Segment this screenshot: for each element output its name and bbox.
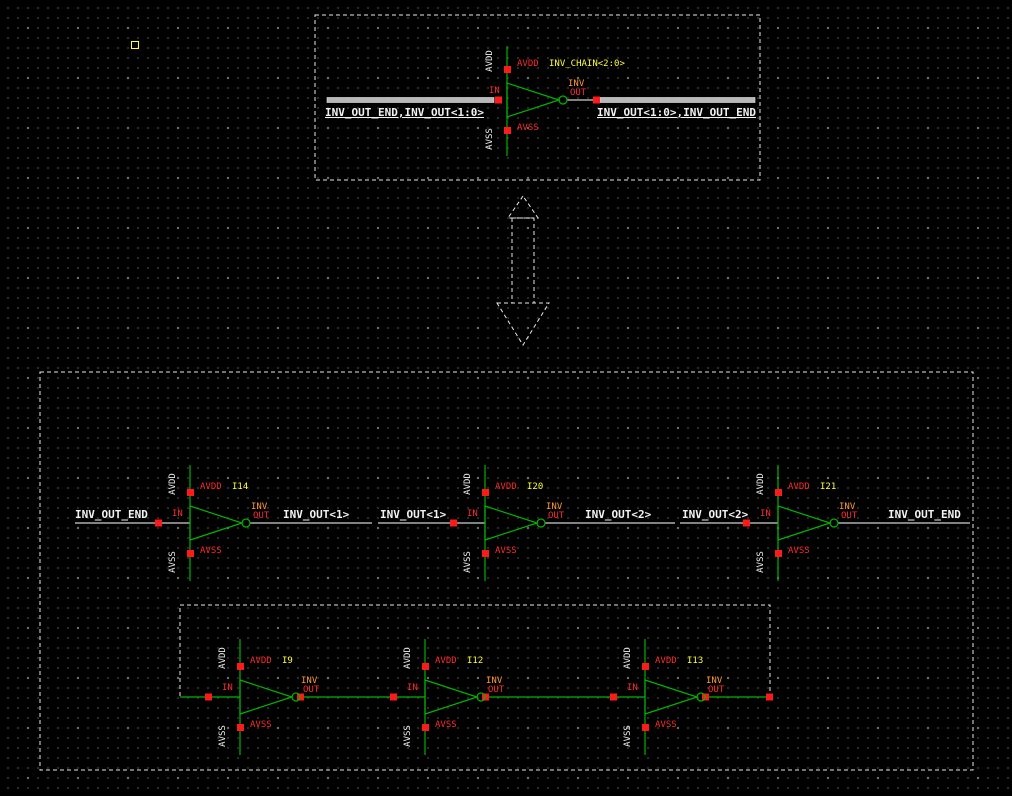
- avdd-pin-label: AVDD: [200, 482, 222, 492]
- in-pin-label: IN: [760, 509, 771, 519]
- wire-pin-squares: [155, 96, 773, 701]
- avss-rail-label: AVSS: [463, 551, 473, 573]
- inverter-instance-i14[interactable]: AVDD AVSS AVDD I14 AVSS IN INV OUT: [160, 463, 300, 583]
- inverter-instance-i13[interactable]: AVDD AVSS AVDD I13 AVSS IN INV OUT: [615, 637, 755, 757]
- in-pin-label: IN: [172, 509, 183, 519]
- inverter-instance-i9[interactable]: AVDD AVSS AVDD I9 AVSS IN INV OUT: [210, 637, 350, 757]
- inverter-instance-i21[interactable]: AVDD AVSS AVDD I21 AVSS IN INV OUT: [748, 463, 888, 583]
- in-pin-label: IN: [489, 86, 500, 96]
- cell-name-label: INV: [706, 676, 723, 686]
- out-pin-label: OUT: [841, 511, 858, 521]
- avss-pin-label: AVSS: [250, 720, 272, 730]
- avdd-rail-label: AVDD: [623, 647, 633, 669]
- inverter-body: [775, 465, 839, 581]
- net-label[interactable]: INV_OUT_END: [75, 508, 148, 521]
- input-bus-wire[interactable]: [326, 97, 495, 103]
- net-label[interactable]: INV_OUT<2>: [585, 508, 652, 521]
- avdd-pin-label: AVDD: [788, 482, 810, 492]
- inverter-body: [482, 465, 546, 581]
- inverter-body: [422, 639, 486, 755]
- avdd-pin-label: AVDD: [250, 656, 272, 666]
- avss-rail-label: AVSS: [218, 725, 228, 747]
- instance-label[interactable]: I14: [232, 482, 249, 492]
- out-pin-label: OUT: [253, 511, 270, 521]
- avss-pin-label: AVSS: [655, 720, 677, 730]
- inverter-instance-i12[interactable]: AVDD AVSS AVDD I12 AVSS IN INV OUT: [395, 637, 535, 757]
- instance-label[interactable]: I12: [467, 656, 484, 666]
- inverter-instance-i20[interactable]: AVDD AVSS AVDD I20 AVSS IN INV OUT: [455, 463, 595, 583]
- signal-wires[interactable]: [75, 99, 970, 524]
- avdd-rail-label: AVDD: [403, 647, 413, 669]
- avdd-pin-label: AVDD: [655, 656, 677, 666]
- instance-label[interactable]: I21: [820, 482, 837, 492]
- avss-rail-label: AVSS: [168, 551, 178, 573]
- descend-arrow-icon: [496, 195, 550, 346]
- avss-rail-label: AVSS: [485, 128, 495, 150]
- avdd-pin-label: AVDD: [435, 656, 457, 666]
- cell-name-label: INV: [546, 502, 563, 512]
- cell-name-label: INV: [301, 676, 318, 686]
- cell-name-label: INV: [568, 79, 585, 89]
- net-label[interactable]: INV_OUT<1>: [380, 508, 447, 521]
- output-bus-wire[interactable]: [599, 97, 756, 103]
- avss-pin-label: AVSS: [435, 720, 457, 730]
- net-label-output-bus[interactable]: INV_OUT<1:0>,INV_OUT_END: [597, 106, 756, 119]
- avss-pin-label: AVSS: [200, 546, 222, 556]
- inverter-body: [187, 465, 251, 581]
- avss-pin-label: AVSS: [495, 546, 517, 556]
- net-label[interactable]: INV_OUT_END: [888, 508, 961, 521]
- avdd-rail-label: AVDD: [485, 50, 495, 72]
- inverter-body: [237, 639, 301, 755]
- feedback-wire-highlight[interactable]: [179, 604, 771, 696]
- avss-rail-label: AVSS: [403, 725, 413, 747]
- inverter-body: [504, 46, 568, 156]
- net-label[interactable]: INV_OUT<1>: [283, 508, 350, 521]
- out-pin-label: OUT: [570, 88, 587, 98]
- inverter-body: [642, 639, 706, 755]
- cell-name-label: INV: [251, 502, 268, 512]
- out-pin-label: OUT: [708, 685, 725, 695]
- avdd-pin-label: AVDD: [495, 482, 517, 492]
- avdd-rail-label: AVDD: [463, 473, 473, 495]
- in-pin-label: IN: [627, 683, 638, 693]
- cell-name-label: INV: [486, 676, 503, 686]
- out-pin-label: OUT: [548, 511, 565, 521]
- avss-pin-label: AVSS: [788, 546, 810, 556]
- avdd-rail-label: AVDD: [756, 473, 766, 495]
- avss-pin-label: AVSS: [517, 123, 539, 133]
- avss-rail-label: AVSS: [756, 551, 766, 573]
- avss-rail-label: AVSS: [623, 725, 633, 747]
- origin-marker: [131, 41, 139, 49]
- net-label[interactable]: INV_OUT<2>: [682, 508, 749, 521]
- instance-label[interactable]: INV_CHAIN<2:0>: [549, 59, 625, 69]
- out-pin-label: OUT: [303, 685, 320, 695]
- net-label-input-bus[interactable]: INV_OUT_END,INV_OUT<1:0>: [325, 106, 484, 119]
- avdd-rail-label: AVDD: [218, 647, 228, 669]
- out-pin-label: OUT: [488, 685, 505, 695]
- instance-label[interactable]: I20: [527, 482, 544, 492]
- instance-label[interactable]: I9: [282, 656, 293, 666]
- inverter-symbol-inv-chain[interactable]: AVDD AVSS AVDD INV_CHAIN<2:0> AVSS IN IN…: [477, 40, 625, 160]
- avdd-rail-label: AVDD: [168, 473, 178, 495]
- symbol-view-boundary: [314, 14, 761, 181]
- instance-label[interactable]: I13: [687, 656, 704, 666]
- in-pin-label: IN: [222, 683, 233, 693]
- avdd-pin-label: AVDD: [517, 59, 539, 69]
- in-pin-label: IN: [407, 683, 418, 693]
- cell-name-label: INV: [839, 502, 856, 512]
- in-pin-label: IN: [467, 509, 478, 519]
